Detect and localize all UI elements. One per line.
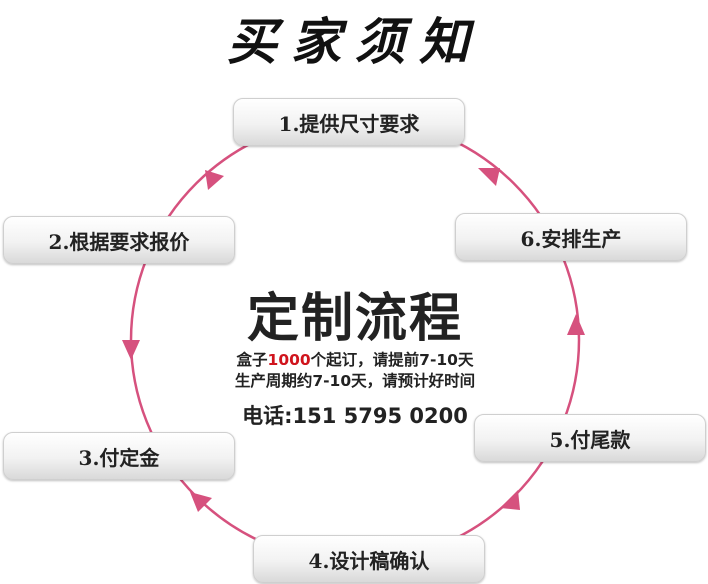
moq-line: 盒子1000个起订，请提前7-10天 xyxy=(205,350,505,371)
arrow-head-4 xyxy=(500,490,520,510)
step-3: 3.付定金 xyxy=(3,432,235,480)
step-4: 4.设计稿确认 xyxy=(253,535,485,583)
arrow-head-2 xyxy=(122,340,140,360)
arrow-head-6 xyxy=(478,168,500,186)
step-5: 5.付尾款 xyxy=(474,414,706,462)
arrow-head-1 xyxy=(205,170,224,190)
step-2: 2.根据要求报价 xyxy=(3,216,235,264)
arrow-head-3 xyxy=(190,492,212,512)
lead-time-line: 生产周期约7-10天，请预计好时间 xyxy=(234,372,476,390)
page-title: 买家须知 xyxy=(227,12,483,71)
center-heading: 定制流程 xyxy=(246,289,463,349)
arrow-head-5 xyxy=(567,314,585,335)
step-1: 1.提供尺寸要求 xyxy=(233,98,465,146)
moq-pre: 盒子 xyxy=(236,351,268,369)
moq-post: 个起订，请提前7-10天 xyxy=(310,351,474,369)
center-info: 定制流程 盒子1000个起订，请提前7-10天 生产周期约7-10天，请预计好时… xyxy=(205,288,505,430)
moq-number: 1000 xyxy=(267,351,311,369)
step-6: 6.安排生产 xyxy=(455,213,687,261)
phone-number: 电话:151 5795 0200 xyxy=(242,404,468,428)
